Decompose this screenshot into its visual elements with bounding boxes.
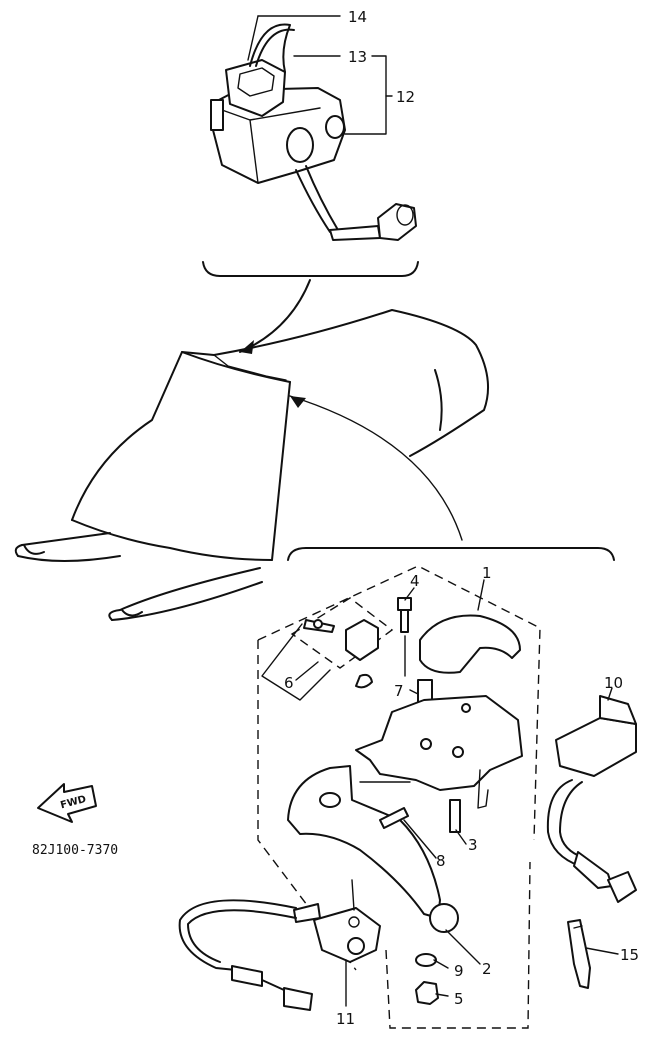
- callout-3: 3: [468, 836, 478, 854]
- switch-housing-assembly: [210, 23, 417, 241]
- callout-11: 11: [336, 1010, 355, 1028]
- callout-15: 15: [620, 946, 639, 964]
- diagram-code: 82J100-7370: [32, 843, 118, 858]
- callout-1: 1: [482, 564, 492, 582]
- callout-7: 7: [394, 682, 404, 700]
- callout-9: 9: [454, 962, 464, 980]
- housing-arrow: [239, 279, 311, 353]
- callout-14: 14: [348, 8, 367, 26]
- callout-4: 4: [410, 572, 420, 590]
- assembly-arrow: [289, 395, 463, 541]
- fwd-arrow: FWD: [37, 783, 97, 823]
- callout-5: 5: [454, 990, 464, 1008]
- callout-10: 10: [604, 674, 623, 692]
- callout-leaders-lower: [295, 579, 619, 1007]
- callout-leaders-top: [247, 15, 393, 135]
- housing-bracket: [202, 261, 419, 277]
- callout-13: 13: [348, 48, 367, 66]
- assembly-bracket: [287, 547, 615, 561]
- callout-8: 8: [436, 852, 446, 870]
- snowmobile-hood: [14, 309, 489, 621]
- lever-assembly: [178, 565, 637, 1029]
- callout-6: 6: [284, 674, 294, 692]
- callout-2: 2: [482, 960, 492, 978]
- callout-12: 12: [396, 88, 415, 106]
